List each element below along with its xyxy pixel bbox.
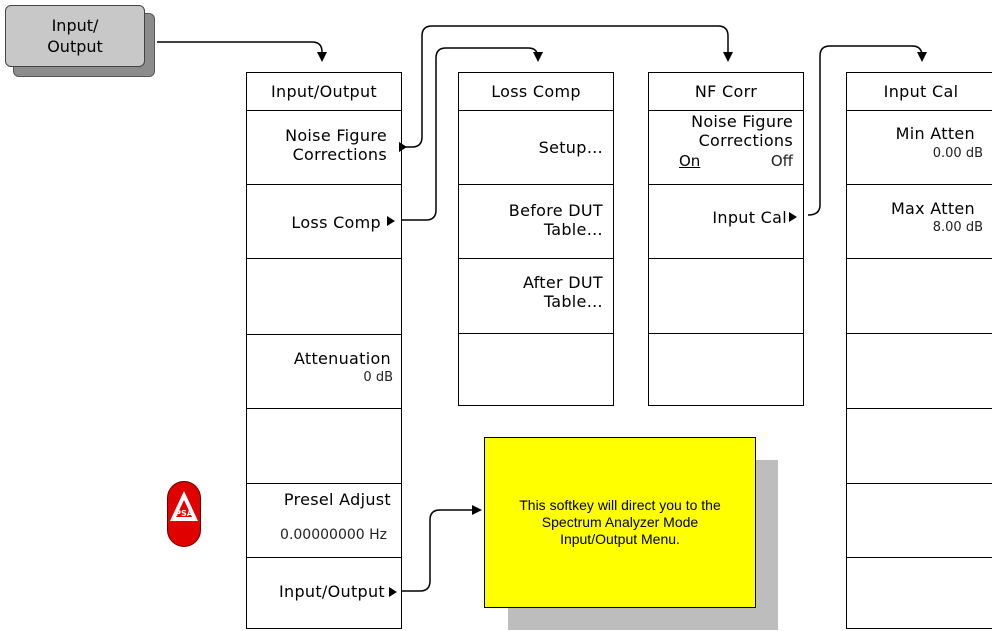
hardkey-label-line2: Output: [47, 37, 103, 56]
softkey-blank-3: [247, 259, 401, 335]
submenu-arrow-icon: [789, 212, 797, 222]
softkey-label: Presel Adjust: [283, 490, 391, 509]
input-output-menu: Input/Output Noise Figure Corrections Lo…: [246, 72, 407, 629]
connector-input-cal-to-input-cal-menu: [807, 45, 927, 216]
softkey-noise-figure-corrections-toggle[interactable]: Noise Figure Corrections On Off: [649, 110, 803, 185]
menu-title: Input/Output: [247, 73, 401, 111]
softkey-max-atten[interactable]: Max Atten 8.00 dB: [847, 185, 992, 259]
loss-comp-menu: Loss Comp Setup… Before DUT Table… After…: [458, 72, 614, 406]
softkey-blank-5: [847, 409, 992, 484]
softkey-blank-4: [649, 334, 803, 405]
input-output-hardkey[interactable]: Input/ Output: [5, 5, 155, 77]
toggle-off-option: Off: [770, 152, 793, 170]
callout-note-text: This softkey will direct you to the Spec…: [519, 497, 721, 547]
softkey-input-output[interactable]: Input/Output: [247, 558, 401, 628]
connector-loss-comp-to-loss-comp-menu: [398, 47, 543, 221]
softkey-label-line1: Before DUT: [508, 201, 603, 220]
softkey-value: 0.00 dB: [932, 146, 983, 161]
softkey-loss-comp[interactable]: Loss Comp: [247, 185, 401, 259]
softkey-label: Input Cal: [712, 208, 787, 227]
softkey-label-line1: Noise Figure: [285, 126, 387, 145]
toggle-on-option: On: [679, 152, 701, 170]
softkey-noise-figure-corrections[interactable]: Noise Figure Corrections: [247, 110, 407, 185]
input-cal-menu: Input Cal Min Atten 0.00 dB Max Atten 8.…: [846, 72, 992, 629]
psa-logo-icon: [169, 490, 198, 521]
softkey-presel-adjust[interactable]: Presel Adjust 0.00000000 Hz: [247, 484, 401, 558]
softkey-label-line1: Noise Figure: [691, 112, 793, 131]
softkey-label: Setup…: [538, 138, 603, 157]
softkey-blank-5: [247, 409, 401, 484]
connector-input-output-to-note: [398, 505, 482, 592]
softkey-blank-3: [649, 259, 803, 334]
connector-nf-corrections-to-nf-corr: [400, 25, 733, 148]
softkey-blank-4: [847, 334, 992, 409]
softkey-blank-6: [847, 484, 992, 558]
softkey-label: Max Atten: [890, 199, 975, 218]
submenu-arrow-icon: [389, 587, 397, 597]
submenu-arrow-icon: [387, 216, 395, 226]
softkey-value: 0.00000000 Hz: [280, 527, 387, 543]
softkey-label: Attenuation: [293, 349, 391, 368]
softkey-label: Loss Comp: [291, 213, 381, 232]
softkey-label-line2: Corrections: [292, 145, 387, 164]
softkey-label-line1: After DUT: [522, 273, 603, 292]
softkey-input-cal[interactable]: Input Cal: [649, 185, 803, 259]
nf-corr-menu: NF Corr Noise Figure Corrections On Off …: [648, 72, 804, 406]
softkey-blank-3: [847, 259, 992, 334]
menu-title: Input Cal: [847, 73, 992, 111]
softkey-label-line2: Corrections: [698, 131, 793, 150]
submenu-arrow-icon: [399, 142, 407, 152]
softkey-label: Input/Output: [279, 582, 385, 601]
softkey-label-line2: Table…: [543, 292, 603, 311]
softkey-before-dut-table[interactable]: Before DUT Table…: [459, 185, 613, 259]
softkey-min-atten[interactable]: Min Atten 0.00 dB: [847, 110, 992, 185]
softkey-blank-4: [459, 334, 613, 405]
hardkey-label-line1: Input/: [51, 16, 99, 35]
softkey-after-dut-table[interactable]: After DUT Table…: [459, 259, 613, 334]
softkey-value: 0 dB: [363, 370, 393, 385]
connector-hardkey-to-input-output: [157, 41, 327, 62]
menu-title: Loss Comp: [459, 73, 613, 111]
psa-badge-label: PSA: [175, 509, 193, 518]
hardkey-face[interactable]: Input/ Output: [5, 5, 145, 67]
psa-badge-icon: PSA: [167, 481, 201, 547]
softkey-attenuation[interactable]: Attenuation 0 dB: [247, 335, 401, 409]
menu-title: NF Corr: [649, 73, 803, 111]
callout-note: This softkey will direct you to the Spec…: [484, 437, 756, 608]
softkey-label: Min Atten: [895, 124, 975, 143]
softkey-setup[interactable]: Setup…: [459, 110, 613, 185]
softkey-blank-7: [847, 558, 992, 628]
softkey-value: 8.00 dB: [932, 220, 983, 235]
softkey-label-line2: Table…: [543, 220, 603, 239]
